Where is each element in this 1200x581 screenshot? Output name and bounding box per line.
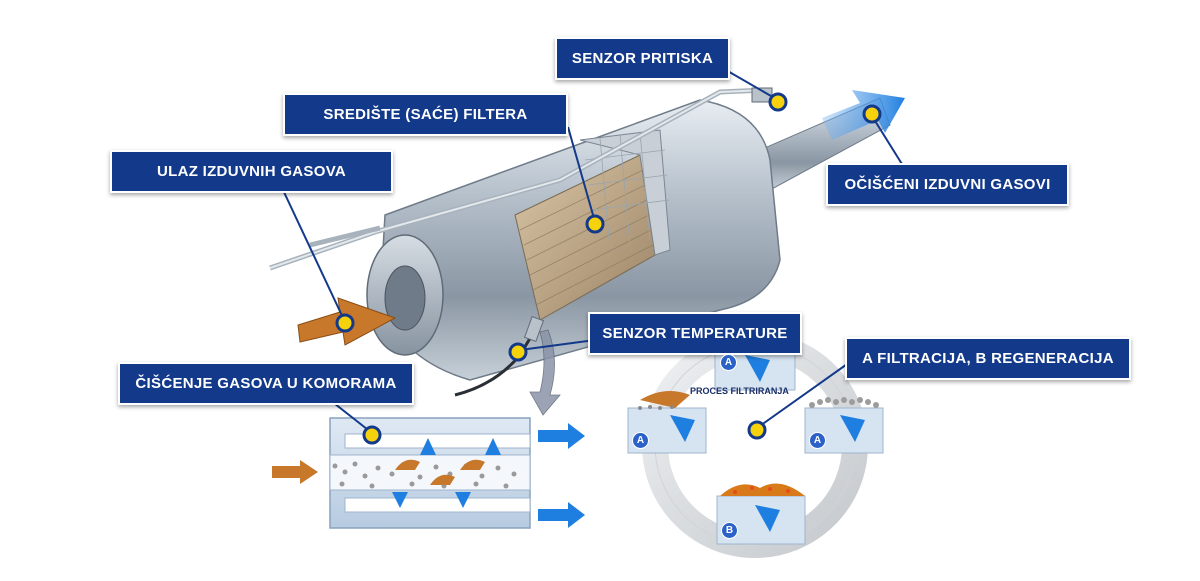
marker-pressure-sensor [768,92,788,112]
filtration-cycle [627,332,884,558]
label-temperature-sensor: SENZOR TEMPERATURE [588,312,802,355]
chamber-outlet-arrow-bottom [538,502,585,528]
badge-a-left: A [632,432,649,449]
marker-exhaust-inlet [335,313,355,333]
dpf-body [269,87,891,397]
label-chamber-cleaning: ČIŠĆENJE GASOVA U KOMORAMA [118,362,414,405]
marker-clean-exhaust [862,104,882,124]
badge-b-bottom: B [721,522,738,539]
label-clean-exhaust: OČIŠĆENI IZDUVNI GASOVI [826,163,1069,206]
markers [335,92,882,445]
cycle-title: PROCES FILTRIRANJA [690,386,789,396]
label-filtration-regeneration: A FILTRACIJA, B REGENERACIJA [845,337,1131,380]
badge-a-right: A [809,432,826,449]
marker-temperature-sensor [508,342,528,362]
badge-a-top: A [720,354,737,371]
label-exhaust-inlet: ULAZ IZDUVNIH GASOVA [110,150,393,193]
chamber-inlet-arrow [272,460,318,484]
marker-chamber [362,425,382,445]
chamber-outlet-arrow-top [538,423,585,449]
label-filter-core: SREDIŠTE (SAĆE) FILTERA [283,93,568,136]
marker-filter-core [585,214,605,234]
chamber-diagram [272,417,585,529]
label-pressure-sensor: SENZOR PRITISKA [555,37,730,80]
marker-filtration [747,420,767,440]
flow-down-arrow [529,329,561,416]
